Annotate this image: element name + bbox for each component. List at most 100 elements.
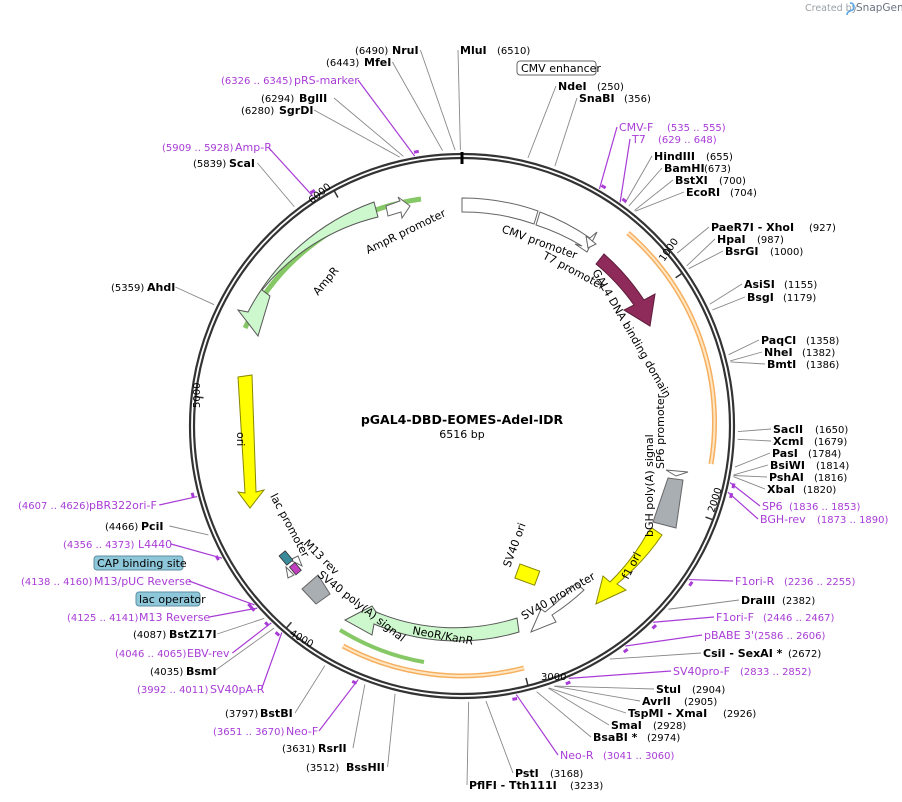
feature-gal4-dna-binding-domain[interactable] bbox=[595, 253, 656, 327]
enzyme-position: (1816) bbox=[814, 473, 847, 484]
enzyme-label-bsgi[interactable]: BsgI(1179) bbox=[747, 291, 816, 304]
enzyme-label-asisi[interactable]: AsiSI(1155) bbox=[744, 278, 817, 291]
enzyme-label-ahdi[interactable]: AhdI(5359) bbox=[111, 281, 175, 294]
enzyme-label-ndei[interactable]: NdeI(250) bbox=[558, 80, 624, 93]
label-lac-promoter: lac promoter bbox=[267, 491, 312, 560]
enzyme-label-mlui[interactable]: MluI(6510) bbox=[460, 44, 530, 57]
enzyme-name: DraIII bbox=[741, 594, 775, 607]
enzyme-position: (2974) bbox=[647, 733, 680, 744]
enzyme-label-stui[interactable]: StuI(2904) bbox=[656, 683, 725, 696]
feature-neor-kanr[interactable] bbox=[343, 605, 520, 642]
enzyme-position: (655) bbox=[706, 152, 733, 163]
primer-label-sv40pro-f[interactable]: SV40pro-F(2833 .. 2852) bbox=[673, 665, 812, 678]
primer-label-m13-reverse[interactable]: M13 Reverse(4125 .. 4141) bbox=[67, 611, 210, 624]
enzyme-label-bsiwi[interactable]: BsiWI(1814) bbox=[770, 459, 849, 472]
enzyme-label-bstxi[interactable]: BstXI(700) bbox=[675, 174, 746, 187]
primer-name: L4440 bbox=[138, 538, 172, 551]
primer-label-neo-r[interactable]: Neo-R(3041 .. 3060) bbox=[560, 749, 675, 762]
primer-label-l4440[interactable]: L4440(4356 .. 4373) bbox=[63, 538, 172, 551]
feature-sp6-promoter[interactable] bbox=[665, 469, 689, 477]
primer-label-f1ori-f[interactable]: F1ori-F(2446 .. 2467) bbox=[716, 611, 835, 624]
feature-cmv-enhancer[interactable] bbox=[461, 197, 539, 225]
box-lac-operator[interactable]: lac operator bbox=[135, 591, 206, 607]
enzyme-label-rsrii[interactable]: RsrII(3631) bbox=[282, 742, 347, 755]
enzyme-label-pcii[interactable]: PciI(4466) bbox=[105, 520, 163, 533]
enzyme-label-bmti[interactable]: BmtI(1386) bbox=[767, 358, 839, 371]
enzyme-position: (1784) bbox=[808, 449, 841, 460]
enzyme-label-pasi[interactable]: PasI(1784) bbox=[772, 447, 841, 460]
enzyme-label-bstz17i[interactable]: BstZ17I(4087) bbox=[133, 628, 217, 641]
enzyme-label-paer7i-xhoi[interactable]: PaeR7I - XhoI(927) bbox=[711, 221, 836, 234]
primer-label-prs-marker[interactable]: pRS-marker(6326 .. 6345) bbox=[221, 74, 359, 87]
primer-label-t7[interactable]: T7(629 .. 648) bbox=[631, 133, 717, 146]
feature-lac-operator-box[interactable] bbox=[288, 562, 302, 576]
primer-position: (4138 .. 4160) bbox=[21, 577, 93, 588]
enzyme-label-pshai[interactable]: PshAI(1816) bbox=[769, 471, 847, 484]
primer-label-neo-f[interactable]: Neo-F(3651 .. 3670) bbox=[213, 725, 318, 738]
enzyme-label-sacii[interactable]: SacII(1650) bbox=[773, 423, 848, 436]
primer-label-pbabe-3-[interactable]: pBABE 3'(2586 .. 2606) bbox=[704, 629, 826, 642]
enzyme-label-bamhi[interactable]: BamHI(673) bbox=[664, 162, 731, 175]
enzyme-label-bsshii[interactable]: BssHII(3512) bbox=[306, 761, 385, 774]
feature-cap-binding-site-box[interactable] bbox=[278, 550, 294, 566]
primer-label-sp6[interactable]: SP6(1836 .. 1853) bbox=[762, 500, 861, 513]
feature-m13-rev[interactable] bbox=[285, 565, 295, 579]
enzyme-label-draiii[interactable]: DraIII(2382) bbox=[741, 594, 815, 607]
box-cap-binding-site[interactable]: CAP binding site bbox=[93, 555, 187, 571]
enzyme-label-nrui[interactable]: NruI(6490) bbox=[355, 44, 419, 57]
feature-sv40-promoter[interactable] bbox=[530, 582, 585, 633]
enzyme-name: BsaBI * bbox=[593, 731, 638, 744]
enzyme-label-paqci[interactable]: PaqCI(1358) bbox=[761, 334, 839, 347]
bp-tick-3000 bbox=[525, 677, 529, 686]
primer-label-bgh-rev[interactable]: BGH-rev(1873 .. 1890) bbox=[760, 513, 889, 526]
enzyme-position: (2928) bbox=[653, 721, 686, 732]
primer-label-f1ori-r[interactable]: F1ori-R(2236 .. 2255) bbox=[735, 575, 856, 588]
primer-label-ebv-rev[interactable]: EBV-rev(4046 .. 4065) bbox=[115, 647, 230, 660]
enzyme-label-bstbi[interactable]: BstBI(3797) bbox=[225, 707, 293, 720]
primer-label-amp-r[interactable]: Amp-R(5909 .. 5928) bbox=[162, 141, 272, 154]
primer-position: (6326 .. 6345) bbox=[221, 76, 293, 87]
enzyme-label-csii-sexai-[interactable]: CsiI - SexAI *(2672) bbox=[703, 647, 821, 660]
enzyme-label-smai[interactable]: SmaI(2928) bbox=[611, 719, 686, 732]
primer-label-cmv-f[interactable]: CMV-F(535 .. 555) bbox=[619, 121, 726, 134]
enzyme-label-bglii[interactable]: BglII(6294) bbox=[261, 92, 327, 105]
feature-sv40-polya-signal[interactable] bbox=[301, 574, 331, 605]
feature-f1-ori[interactable] bbox=[595, 527, 663, 605]
enzyme-label-psti[interactable]: PstI(3168) bbox=[515, 767, 583, 780]
enzyme-label-bsabi-[interactable]: BsaBI * (2974) bbox=[593, 731, 680, 744]
primer-label-sv40pa-r[interactable]: SV40pA-R(3992 .. 4011) bbox=[137, 683, 265, 696]
enzyme-label-hpai[interactable]: HpaI(987) bbox=[717, 233, 784, 246]
enzyme-label-xbai[interactable]: XbaI(1820) bbox=[767, 483, 836, 496]
feature-t7-promoter[interactable] bbox=[585, 234, 597, 249]
feature-lac-promoter[interactable] bbox=[288, 555, 303, 568]
enzyme-label-snabi[interactable]: SnaBI(356) bbox=[579, 92, 651, 105]
enzyme-label-bsrgi[interactable]: BsrGI(1000) bbox=[725, 245, 803, 258]
feature-cmv-promoter[interactable] bbox=[535, 211, 598, 253]
feature-sv40-ori[interactable] bbox=[514, 563, 541, 586]
feature-ori[interactable] bbox=[236, 374, 266, 509]
enzyme-label-mfei[interactable]: MfeI(6443) bbox=[326, 56, 391, 69]
enzyme-label-hindiii[interactable]: HindIII(655) bbox=[654, 150, 733, 163]
enzyme-label-xcmi[interactable]: XcmI(1679) bbox=[773, 435, 847, 448]
enzyme-position: (250) bbox=[597, 82, 624, 93]
primer-name: pBABE 3' bbox=[704, 629, 754, 642]
primer-label-m13-puc-reverse[interactable]: M13/pUC Reverse(4138 .. 4160) bbox=[21, 575, 192, 588]
label-sv40-polya-signal: SV40 poly(A) signal bbox=[315, 568, 408, 644]
enzyme-name: AvrII bbox=[642, 695, 671, 708]
enzyme-label-pflfi-tth111i[interactable]: PflFI - Tth111I(3233) bbox=[469, 779, 603, 792]
cut-line-22 bbox=[737, 438, 772, 442]
enzyme-label-ecori[interactable]: EcoRI(704) bbox=[686, 186, 757, 199]
enzyme-label-scai[interactable]: ScaI(5839) bbox=[193, 157, 255, 170]
enzyme-label-sgrdi[interactable]: SgrDI(6280) bbox=[241, 104, 313, 117]
enzyme-position: (927) bbox=[809, 223, 836, 234]
primer-label-pbr322ori-f[interactable]: pBR322ori-F(4607 .. 4626) bbox=[18, 499, 157, 512]
enzyme-label-tspmi-xmai[interactable]: TspMI - XmaI(2926) bbox=[628, 707, 756, 720]
enzyme-label-bsmi[interactable]: BsmI(4035) bbox=[150, 665, 217, 678]
feature-ampr-promoter[interactable] bbox=[385, 196, 411, 220]
feature-ampr[interactable] bbox=[236, 201, 379, 338]
enzyme-label-nhei[interactable]: NheI(1382) bbox=[764, 346, 835, 359]
primer-line-12 bbox=[625, 634, 703, 647]
box-cmv-enhancer[interactable]: CMV enhancer bbox=[516, 60, 601, 76]
enzyme-label-avrii[interactable]: AvrII(2905) bbox=[642, 695, 717, 708]
feature-bgh-polya-signal[interactable] bbox=[652, 477, 684, 529]
